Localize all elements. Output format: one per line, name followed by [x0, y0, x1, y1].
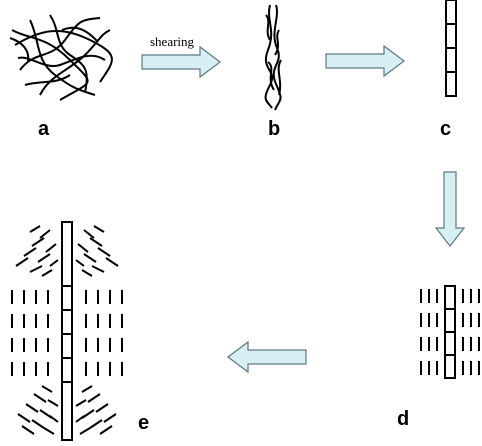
- kebab-lamella: [41, 269, 53, 277]
- kebab-lamella: [79, 427, 91, 435]
- kebab-lamella: [97, 247, 111, 257]
- kebab-lamella: [23, 247, 37, 257]
- kebab-lamella: [43, 427, 55, 435]
- kebab-lamella: [77, 243, 89, 253]
- kebab-lamella: [87, 393, 101, 403]
- kebab-lamella: [49, 415, 59, 423]
- kebab-lamella: [81, 385, 93, 393]
- kebab-lamella: [75, 259, 85, 267]
- panel-c-shish-segments: [445, 0, 457, 97]
- kebab-lamella: [75, 399, 87, 407]
- kebab-lamella: [29, 265, 43, 273]
- kebab-lamella: [17, 413, 31, 423]
- kebab-lamella: [89, 237, 103, 247]
- kebab-lamella: [103, 413, 117, 423]
- kebab-lamella: [83, 253, 97, 263]
- panel-label-b: b: [268, 118, 281, 140]
- panel-label-e: e: [138, 412, 150, 434]
- panel-label-a: a: [38, 118, 50, 140]
- kebab-lamella: [45, 243, 57, 253]
- arrow-b-to-c: [325, 44, 405, 78]
- kebab-lamella: [37, 253, 51, 263]
- arrow-shearing: [141, 45, 221, 79]
- kebab-lamella: [91, 265, 105, 273]
- kebab-lamella: [105, 257, 119, 267]
- kebab-lamella: [81, 269, 93, 277]
- panel-d-shish-kebab: [420, 285, 480, 379]
- kebab-lamella: [25, 403, 39, 413]
- kebab-lamella: [83, 229, 95, 239]
- panel-a-tangled-chains: [9, 14, 113, 101]
- kebab-lamella: [21, 425, 35, 435]
- kebab-lamella: [31, 419, 45, 429]
- kebab-lamella: [15, 257, 29, 267]
- panel-label-c: c: [440, 118, 452, 140]
- kebab-lamella: [93, 225, 105, 233]
- kebab-lamella: [33, 393, 47, 403]
- arrow-d-to-e: [227, 340, 307, 374]
- kebab-lamella: [89, 419, 103, 429]
- kebab-lamella: [31, 237, 45, 247]
- arrow-label-shearing: shearing: [150, 34, 195, 49]
- kebab-lamella: [75, 415, 85, 423]
- kebab-lamella: [49, 259, 59, 267]
- kebab-lamella: [41, 385, 53, 393]
- panel-e-shish-kebab: [11, 221, 123, 441]
- kebab-lamella: [29, 225, 41, 233]
- arrow-c-to-d: [434, 171, 466, 247]
- kebab-lamella: [95, 403, 109, 413]
- kebab-lamella: [39, 229, 51, 239]
- kebab-lamella: [47, 399, 59, 407]
- panel-label-d: d: [397, 408, 410, 430]
- kebab-lamella: [99, 425, 113, 435]
- panel-b-aligned-chains: [264, 4, 282, 111]
